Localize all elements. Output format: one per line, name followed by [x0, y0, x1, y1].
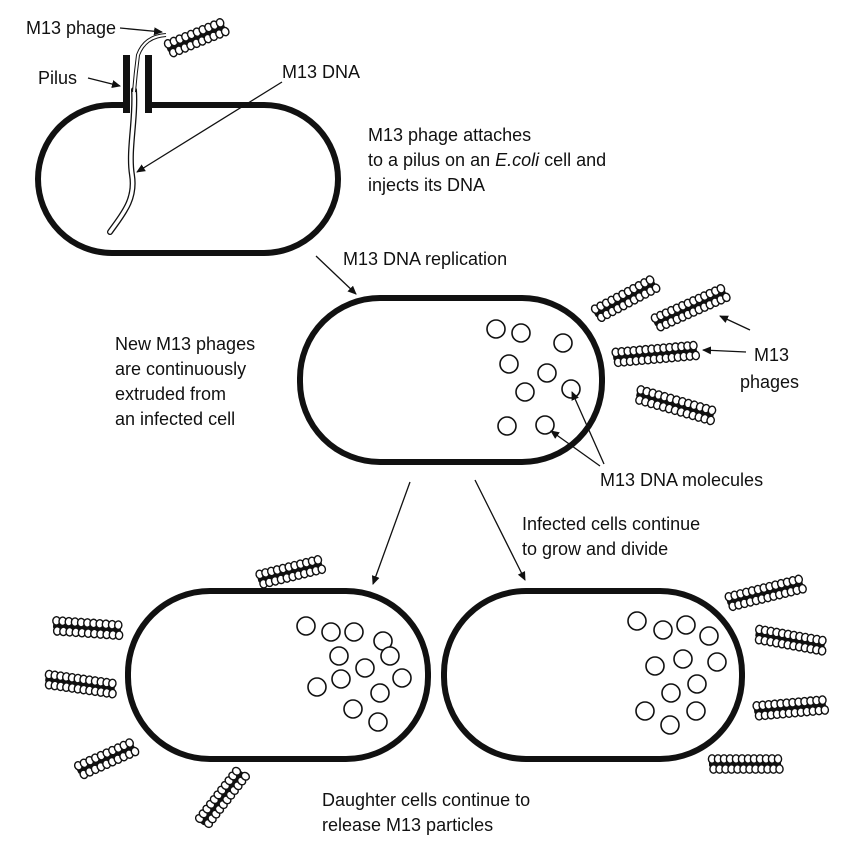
label-attach-line-2-pre: to a pilus on an	[368, 150, 495, 170]
arrow-divide-right	[474, 479, 526, 581]
dna-molecule-circle	[368, 712, 388, 732]
dna-molecules-layer	[296, 319, 727, 735]
pilus-wall-right	[145, 55, 152, 113]
dna-molecule-circle	[673, 649, 693, 669]
arrow-m13-phage	[119, 27, 163, 36]
arrow-divide-left	[371, 481, 411, 585]
m13-phage-particle	[752, 695, 830, 721]
m13-phage-particle	[194, 766, 251, 829]
phages-layer	[44, 18, 830, 829]
m13-phage-particle	[52, 615, 124, 641]
ecoli-cell-1	[35, 102, 341, 256]
arrow-pilus	[87, 77, 121, 88]
dna-molecule-circle	[676, 615, 696, 635]
label-m13-dna: M13 DNA	[282, 62, 360, 82]
arrow-phage-a	[719, 315, 751, 331]
label-divide-line-1: Infected cells continue	[522, 514, 700, 534]
label-ecoli-italic: E.coli	[495, 150, 540, 170]
label-attach-line-1: M13 phage attaches	[368, 125, 531, 145]
dna-molecule-circle	[561, 379, 581, 399]
label-attach-line-3: injects its DNA	[368, 175, 485, 195]
label-m13-phage: M13 phage	[26, 18, 116, 38]
dna-molecule-circle	[535, 415, 555, 435]
m13-phage-particle	[650, 283, 731, 332]
dna-molecule-circle	[486, 319, 506, 339]
dna-molecule-circle	[321, 622, 341, 642]
dna-molecule-circle	[653, 620, 673, 640]
dna-molecule-circle	[370, 683, 390, 703]
dna-molecule-circle	[645, 656, 665, 676]
dna-molecule-circle	[499, 354, 519, 374]
label-extruded-line-2: are continuously	[115, 359, 246, 379]
dna-molecule-circle	[627, 611, 647, 631]
dna-molecule-circle	[344, 622, 364, 642]
dna-molecule-circle	[687, 674, 707, 694]
dna-molecule-circle	[660, 715, 680, 735]
dna-molecule-circle	[355, 658, 375, 678]
label-daughter-line-2: release M13 particles	[322, 815, 493, 835]
dna-molecule-circle	[699, 626, 719, 646]
dna-molecule-circle	[497, 416, 517, 436]
dna-molecule-circle	[511, 323, 531, 343]
label-attach-line-2-post: cell and	[539, 150, 606, 170]
m13-phage-particle	[707, 754, 784, 774]
label-divide-line-2: to grow and divide	[522, 539, 668, 559]
dna-molecule-circle	[331, 669, 351, 689]
label-extruded-line-1: New M13 phages	[115, 334, 255, 354]
dna-molecule-circle	[392, 668, 412, 688]
dna-molecule-circle	[661, 683, 681, 703]
pilus-wall-left	[123, 55, 130, 113]
label-pilus: Pilus	[38, 68, 77, 88]
label-daughter-line-1: Daughter cells continue to	[322, 790, 530, 810]
dna-molecule-circle	[296, 616, 316, 636]
dna-molecule-circle	[307, 677, 327, 697]
m13-phage-particle	[724, 574, 807, 612]
m13-phage-particle	[635, 385, 717, 426]
label-phages-line-2: phages	[740, 372, 799, 392]
label-replication: M13 DNA replication	[343, 249, 507, 269]
m13-phage-particle	[44, 669, 117, 699]
dna-molecule-circle	[380, 646, 400, 666]
label-extruded-line-4: an infected cell	[115, 409, 235, 429]
host-cell-1	[35, 33, 341, 256]
arrow-replication	[315, 255, 357, 295]
injected-dna-strand	[108, 88, 137, 234]
m13-phage-particle	[255, 555, 327, 589]
dna-molecule-circle	[635, 701, 655, 721]
m13-phage-particle	[611, 340, 701, 368]
m13-phage-particle	[73, 738, 140, 780]
arrow-m13-dna	[136, 81, 283, 173]
dna-molecule-circle	[707, 652, 727, 672]
m13-phage-particle	[590, 275, 661, 323]
labels: M13 phage Pilus M13 DNA M13 phage attach…	[26, 18, 799, 835]
dna-molecule-circle	[343, 699, 363, 719]
daughter-cell-left	[125, 588, 431, 762]
arrows	[87, 27, 751, 585]
phage-dna-tail	[133, 34, 167, 93]
dna-molecule-circle	[515, 382, 535, 402]
label-phages-line-1: M13	[754, 345, 789, 365]
arrow-phage-b	[702, 346, 747, 355]
dna-molecule-circle	[553, 333, 573, 353]
m13-phage-particle	[754, 624, 827, 656]
label-attach-line-2: to a pilus on an E.coli cell and	[368, 150, 606, 170]
label-extruded-line-3: extruded from	[115, 384, 226, 404]
m13-phage-particle	[163, 18, 230, 58]
arrow-dna-b	[550, 430, 601, 467]
ecoli-cell-2	[297, 295, 605, 465]
dna-molecule-circle	[686, 701, 706, 721]
label-dna-molecules: M13 DNA molecules	[600, 470, 763, 490]
arrow-dna-a	[571, 391, 605, 465]
dna-molecule-circle	[537, 363, 557, 383]
dna-molecule-circle	[329, 646, 349, 666]
